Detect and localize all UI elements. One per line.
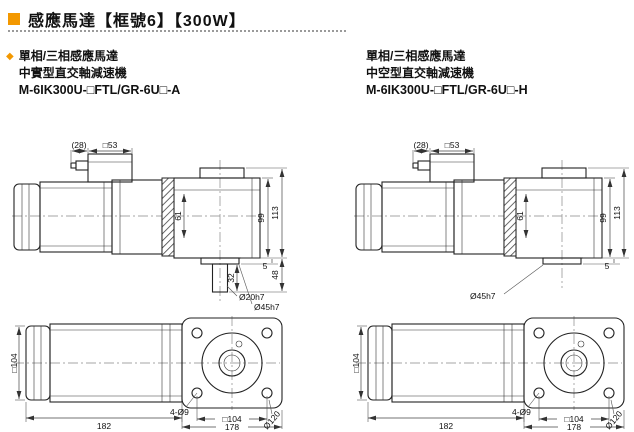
dim-bolt-circle-label: Ø120 (603, 409, 624, 432)
terminal-box (429, 153, 475, 183)
technical-drawing-hollow-shaft: (28) □53 99 113 61 5 Ø45h7 □104 182 4-Ø9… (352, 140, 629, 432)
dim-gland-width-label: (28) (71, 140, 86, 150)
center-lines (12, 160, 280, 410)
dim-99-label: 99 (256, 213, 266, 223)
plan-detail-lines (33, 324, 243, 402)
center-lines (354, 160, 622, 410)
page-header: 感應馬達【框號6】【300W】 (8, 7, 246, 31)
product-text-right: 單相/三相感應馬達 中空型直交軸減速機 M-6IK300U-□FTL/GR-6U… (366, 48, 528, 99)
dim-flange-square-label: □104 (564, 414, 584, 424)
dim-61-label: 61 (173, 211, 183, 221)
dimension-lines (358, 148, 627, 430)
gear-adapter (111, 179, 163, 255)
dim-gland-width-label: (28) (413, 140, 428, 150)
diamond-bullet-icon: ◆ (6, 51, 14, 62)
motor-gearhead-outline (13, 153, 261, 293)
pilot-circle (201, 332, 263, 394)
motor-body (381, 181, 455, 253)
output-shaft (211, 263, 229, 293)
dim-bolt-holes-label: 4-Ø9 (512, 407, 531, 417)
product-block-right: 單相/三相感應馬達 中空型直交軸減速機 M-6IK300U-□FTL/GR-6U… (366, 48, 528, 99)
dim-boss-dia-label: Ø45h7 (470, 291, 496, 301)
plan-view-outline (367, 317, 625, 409)
dim-48-label: 48 (270, 270, 280, 280)
dim-5-label: 5 (263, 261, 268, 271)
gearbox-type-label: 中空型直交軸減速機 (366, 66, 475, 80)
technical-drawing-solid-shaft: (28) □53 99 113 61 32 5 48 Ø20h7 Ø45h7 □… (10, 140, 287, 432)
dotted-divider (8, 30, 346, 32)
dim-99-label: 99 (598, 213, 608, 223)
mounting-pad (541, 167, 587, 179)
hollow-bore-boss (542, 257, 582, 265)
mounting-flange (523, 317, 625, 409)
section-flange-hatch (503, 177, 517, 257)
model-number: M-6IK300U-□FTL/GR-6U□-A (18, 83, 181, 97)
section-marker-icon (8, 13, 20, 25)
motor-end-cap (13, 183, 41, 251)
motor-phase-label: 單相/三相感應馬達 (366, 49, 466, 63)
motor-end-cap (355, 183, 383, 251)
bolt-hole (603, 327, 615, 339)
dim-box-width-label: □53 (445, 140, 460, 150)
dim-bolt-holes-label: 4-Ø9 (170, 407, 189, 417)
leader-lines (503, 264, 615, 415)
model-number: M-6IK300U-□FTL/GR-6U□-H (366, 83, 528, 97)
shaft-bore-circle (218, 349, 246, 377)
cable-gland (417, 160, 431, 171)
dim-bolt-circle-label: Ø120 (261, 409, 282, 432)
bolt-hole (191, 327, 203, 339)
detail-lines (363, 161, 602, 258)
terminal-box (87, 153, 133, 183)
extension-lines (357, 148, 629, 429)
dim-113-label: 113 (270, 206, 280, 220)
dim-113-label: 113 (612, 206, 622, 220)
dim-motor-square-label: □104 (10, 353, 19, 373)
dimension-lines (16, 148, 285, 430)
product-text-left: 單相/三相感應馬達 中實型直交軸減速機 M-6IK300U-□FTL/GR-6U… (19, 48, 181, 99)
plan-detail-lines (375, 324, 585, 402)
extension-lines (15, 148, 287, 429)
dim-5-label: 5 (605, 261, 610, 271)
dim-flange-square-label: □104 (222, 414, 242, 424)
dim-32-label: 32 (226, 273, 236, 283)
gearbox-type-label: 中實型直交軸減速機 (18, 66, 127, 80)
dim-boss-dia-label: Ø45h7 (254, 302, 280, 312)
page-title: 感應馬達【框號6】【300W】 (28, 13, 246, 30)
cable-gland-cap (412, 162, 419, 169)
cable-gland-cap (70, 162, 77, 169)
plan-view-outline (25, 317, 283, 409)
motor-body (39, 181, 113, 253)
pilot-circle (543, 332, 605, 394)
detail-lines (21, 161, 260, 258)
mounting-flange (181, 317, 283, 409)
dim-61-label: 61 (515, 211, 525, 221)
section-flange-hatch (161, 177, 175, 257)
bolt-hole (261, 327, 273, 339)
motor-gearhead-outline (355, 153, 603, 265)
dim-shaft-dia-label: Ø20h7 (239, 292, 265, 302)
mounting-pad (199, 167, 245, 179)
gear-adapter (453, 179, 505, 255)
cable-gland (75, 160, 89, 171)
leader-lines (185, 264, 273, 415)
dim-182-label: 182 (97, 421, 111, 431)
product-block-left: ◆ 單相/三相感應馬達 中實型直交軸減速機 M-6IK300U-□FTL/GR-… (6, 48, 180, 99)
dim-motor-square-label: □104 (352, 353, 361, 373)
motor-phase-label: 單相/三相感應馬達 (18, 49, 119, 63)
bolt-hole (533, 327, 545, 339)
dim-178-label: 178 (567, 422, 581, 432)
dim-box-width-label: □53 (103, 140, 118, 150)
hollow-bore-circle (560, 349, 588, 377)
dim-182-label: 182 (439, 421, 453, 431)
dim-178-label: 178 (225, 422, 239, 432)
